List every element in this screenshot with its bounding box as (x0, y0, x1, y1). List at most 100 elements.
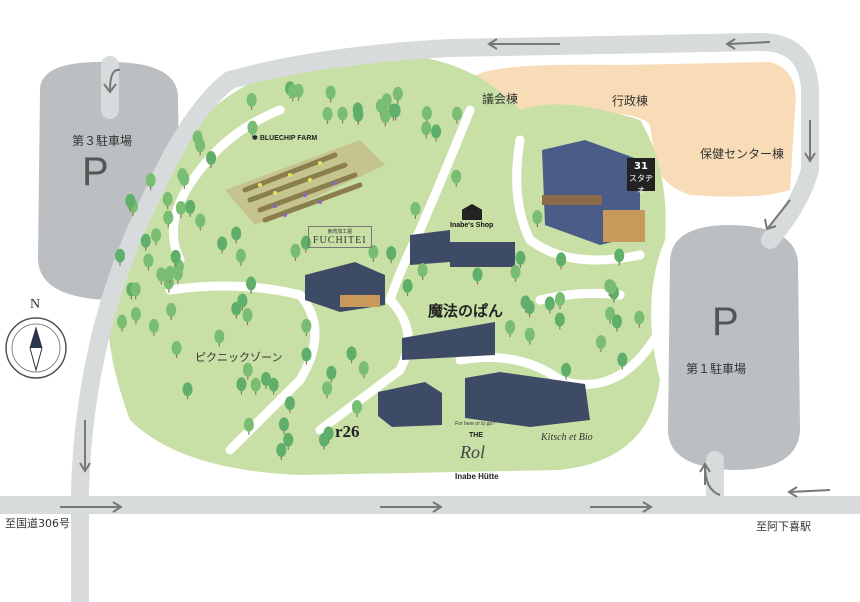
tree-icon (243, 417, 254, 435)
inabes-shop-label: Inabe's Shop (450, 222, 494, 229)
tree-icon (353, 106, 364, 124)
tree-icon (375, 98, 386, 116)
the-rol-tagline: For here or to go? (455, 421, 496, 427)
gyosei-label: 行政棟 (612, 94, 649, 108)
tree-icon (246, 92, 257, 110)
studio-number: 31 (634, 161, 648, 172)
tree-icon (421, 121, 432, 139)
parking-lot-1 (668, 225, 800, 470)
ageki-station-direction: 至阿下喜駅 (756, 520, 811, 533)
tree-icon (322, 381, 333, 399)
tree-icon (524, 327, 535, 345)
kitsch-et-bio-label: Kitsch et Bio (541, 432, 593, 443)
tree-icon (195, 213, 206, 231)
tree-icon (555, 291, 566, 309)
tree-icon (402, 278, 413, 296)
buildings (305, 140, 645, 427)
tree-icon (175, 200, 186, 218)
r26-building (378, 382, 442, 427)
parking-1-label: 第１駐車場 (686, 362, 747, 376)
tree-icon (554, 312, 565, 330)
tree-icon (451, 106, 462, 124)
tree-icon (162, 192, 173, 210)
tree-icon (115, 248, 126, 266)
traffic-arrows (60, 38, 831, 513)
inabes-shop-building (410, 230, 450, 265)
tree-icon (287, 84, 298, 102)
tree-icon (242, 362, 253, 380)
tree-icon (392, 86, 403, 104)
the-rol-label: Rol (460, 442, 485, 462)
hoken-label: 保健センター棟 (700, 147, 785, 161)
tree-icon (247, 120, 258, 138)
tree-icon (358, 361, 369, 379)
parking-1-symbol: P (712, 300, 739, 344)
tree-icon (237, 293, 248, 311)
tree-icon (217, 236, 228, 254)
tree-icon (163, 210, 174, 228)
tree-icon (166, 302, 177, 320)
route-306-direction: 至国道306号 (5, 517, 70, 530)
tree-icon (351, 399, 362, 417)
tree-icon (143, 253, 154, 271)
gikai-label: 議会棟 (482, 92, 519, 106)
tree-icon (140, 233, 151, 251)
inabe-hutte-label: Inabe Hütte (455, 472, 499, 481)
tree-icon (165, 265, 176, 283)
tree-icon (323, 426, 334, 444)
mahou-no-pan-building (402, 322, 495, 360)
tree-icon (276, 443, 287, 461)
parking-3-label: 第３駐車場 (72, 134, 133, 148)
tree-icon (544, 296, 555, 314)
fuchitei-name: FUCHITEI (313, 235, 367, 246)
tree-icon (337, 106, 348, 124)
bluechip-farm-text: BLUECHIP FARM (259, 135, 318, 142)
tree-icon (156, 267, 167, 285)
bluechip-farm-field (225, 140, 385, 225)
tree-icon (130, 282, 141, 300)
tree-icon (171, 341, 182, 359)
tree-icon (242, 308, 253, 326)
tree-icon (505, 320, 516, 338)
tree-icon (614, 248, 625, 266)
tree-icon (182, 382, 193, 400)
tree-icon (524, 300, 535, 318)
tree-icon (380, 109, 391, 127)
r26-label: r26 (335, 422, 360, 441)
tree-icon (260, 371, 271, 389)
tree-icon (561, 362, 572, 380)
tree-icon (451, 169, 462, 187)
tree-icon (515, 250, 526, 268)
inabes-shop-logo-icon (462, 204, 482, 220)
tree-icon (301, 318, 312, 336)
tree-icon (250, 377, 261, 395)
tree-icon (386, 246, 397, 264)
compass-north-label: N (30, 297, 41, 312)
tree-icon (172, 266, 183, 284)
tree-icon (290, 243, 301, 261)
tree-icon (431, 124, 442, 142)
tree-icon (214, 329, 225, 347)
tree-icon (346, 346, 357, 364)
tree-icon (532, 210, 543, 228)
tree-icon (325, 85, 336, 103)
tree-icon (368, 244, 379, 262)
tree-icon (390, 103, 401, 121)
tree-icon (236, 377, 247, 395)
tree-icon (116, 314, 127, 332)
tree-icon (179, 171, 190, 189)
tree-icon (611, 314, 622, 332)
tree-icon (556, 252, 567, 270)
tree-icon (268, 377, 279, 395)
tree-icon (206, 151, 217, 169)
hutte-kitsch-building (465, 372, 590, 427)
tree-icon (617, 352, 628, 370)
tree-icon (170, 249, 181, 267)
tree-icon (195, 138, 206, 156)
admin-zone (470, 62, 796, 197)
tree-icon (278, 417, 289, 435)
tree-icon (151, 228, 162, 246)
tree-icon (145, 173, 156, 191)
tree-icon (125, 193, 136, 211)
mahou-no-pan-label: 魔法のぱん (428, 303, 504, 320)
